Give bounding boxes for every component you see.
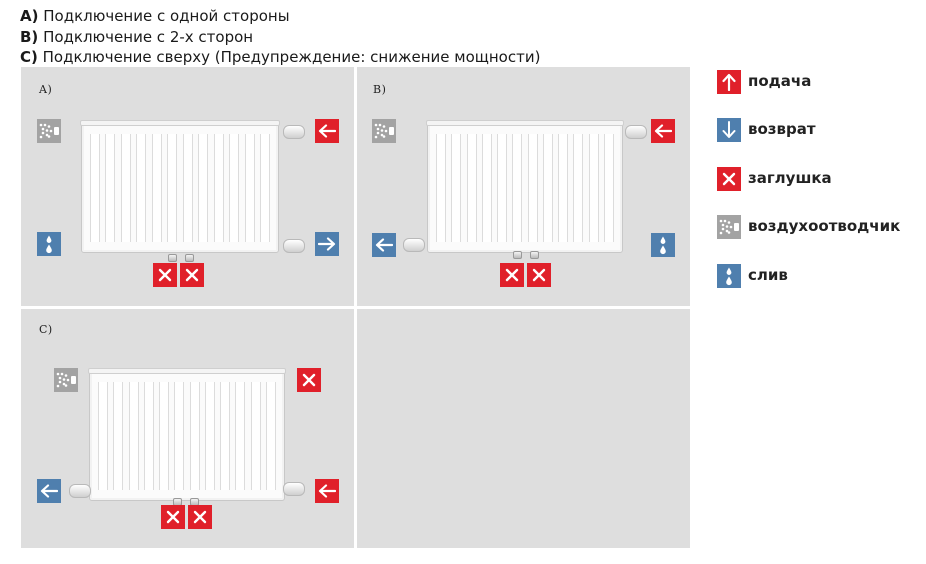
air-vent-icon — [717, 215, 741, 239]
nozzle-b-bottom-left — [403, 238, 425, 252]
cross-icon — [153, 263, 177, 287]
caption-b: B) Подключение с 2-х сторон — [20, 27, 254, 46]
port-b-1 — [513, 251, 522, 259]
port-a-1 — [168, 254, 177, 262]
drain-drops-icon — [717, 264, 741, 288]
legend-drain-label: слив — [748, 266, 788, 284]
cross-icon — [500, 263, 524, 287]
arrow-left-icon — [372, 233, 396, 257]
panel-c: C) — [21, 309, 354, 548]
radiator-c — [88, 368, 286, 501]
arrow-left-icon — [315, 119, 339, 143]
panel-b: B) — [357, 67, 690, 306]
arrow-up-icon — [717, 70, 741, 94]
air-vent-icon — [372, 119, 396, 143]
radiator-a — [80, 120, 280, 253]
legend-plug-label: заглушка — [748, 169, 832, 187]
legend-supply-label: подача — [748, 72, 812, 90]
arrow-left-icon — [37, 479, 61, 503]
cross-icon — [180, 263, 204, 287]
panel-c-label: C) — [39, 323, 53, 336]
cross-icon — [527, 263, 551, 287]
caption-a: A) Подключение с одной стороны — [20, 7, 290, 25]
drain-drops-icon — [651, 233, 675, 257]
arrow-left-icon — [315, 479, 339, 503]
captions: A) Подключение с одной стороны B) Подклю… — [20, 6, 540, 68]
cross-icon — [161, 505, 185, 529]
air-vent-icon — [37, 119, 61, 143]
arrow-left-icon — [651, 119, 675, 143]
caption-c: C) Подключение сверху (Предупреждение: с… — [20, 48, 541, 66]
arrow-right-icon — [315, 232, 339, 256]
nozzle-c-bottom-right — [283, 482, 305, 496]
nozzle-a-top-right — [283, 125, 305, 139]
panel-b-label: B) — [373, 83, 387, 96]
port-a-2 — [185, 254, 194, 262]
drain-drops-icon — [37, 232, 61, 256]
panel-a-label: A) — [39, 83, 53, 96]
legend-air-vent-label: воздухоотводчик — [748, 217, 901, 235]
panel-a: A) — [21, 67, 354, 306]
nozzle-a-bottom-right — [283, 239, 305, 253]
panel-empty — [357, 309, 690, 548]
cross-icon — [188, 505, 212, 529]
cross-icon — [717, 167, 741, 191]
air-vent-icon — [54, 368, 78, 392]
nozzle-c-bottom-left — [69, 484, 91, 498]
radiator-b — [426, 120, 624, 253]
port-b-2 — [530, 251, 539, 259]
cross-icon — [297, 368, 321, 392]
nozzle-b-top-right — [625, 125, 647, 139]
legend-return-label: возврат — [748, 120, 816, 138]
arrow-down-icon — [717, 118, 741, 142]
